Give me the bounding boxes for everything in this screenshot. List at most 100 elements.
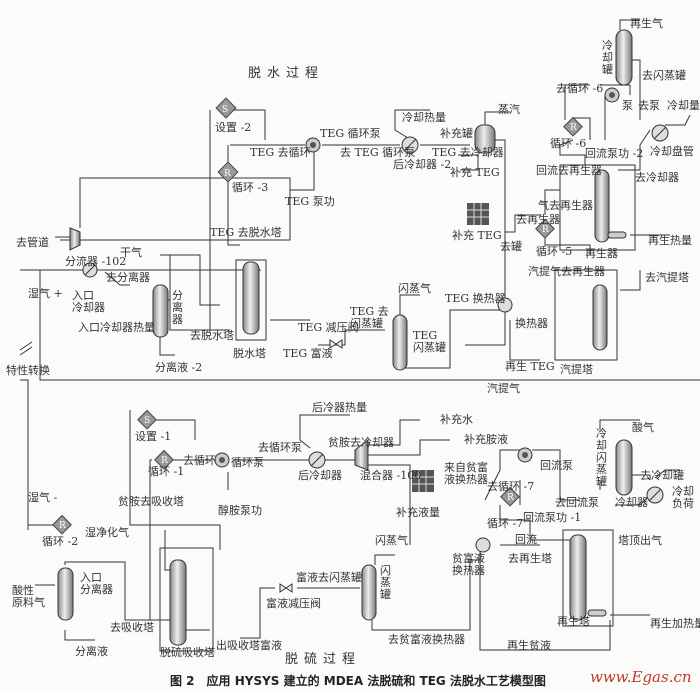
regeneration-column[interactable] — [569, 534, 607, 621]
label-to-recycle: 去循环 — [183, 454, 216, 467]
label-makeup-teg-2: 补充 TEG — [452, 229, 502, 242]
inlet-separator-vessel[interactable] — [57, 567, 74, 621]
label-regen-heating: 再生加热量 — [650, 617, 700, 630]
svg-text:R: R — [59, 521, 66, 531]
stripping-column[interactable] — [592, 284, 608, 351]
desulfurization-absorber[interactable] — [169, 559, 187, 646]
label-lean-to-cooler: 贫胺去冷却器 — [328, 436, 394, 449]
recycle-7-icon[interactable]: R — [500, 486, 520, 507]
label-regen-heat: 再生热量 — [648, 234, 692, 247]
label-top-gas: 塔顶出气 — [618, 534, 662, 547]
label-rich-valve: 富液减压阀 — [266, 597, 321, 610]
label-to-regen-col: 去再生塔 — [508, 552, 552, 565]
recycle-3-icon[interactable]: R — [217, 161, 239, 183]
label-to-recycle-6: 去循环 -6 — [556, 82, 604, 95]
recycle-set-1[interactable]: S — [137, 409, 157, 430]
label-desulf-absorber: 脱硫吸收塔 — [160, 646, 215, 659]
cooler-coil-icon[interactable] — [651, 124, 669, 142]
label-recycle-3: 循环 -3 — [232, 181, 269, 194]
svg-text:S: S — [144, 416, 150, 426]
separator-vessel[interactable] — [152, 284, 169, 338]
label-teg-to-absorber: TEG 去脱水塔 — [210, 226, 282, 239]
label-sour-feed: 酸性 原料气 — [12, 584, 45, 609]
regenerator-column[interactable] — [594, 169, 627, 243]
recycle-6-icon[interactable]: R — [563, 116, 583, 137]
label-to-flash-tank: 去闪蒸罐 — [642, 69, 686, 82]
label-reflux-pump-work-1: 回流泵功 -1 — [523, 511, 582, 524]
label-cool-tank: 冷却罐 — [602, 39, 613, 76]
rich-valve-icon[interactable] — [279, 583, 293, 593]
cool-tank-vessel[interactable] — [615, 29, 633, 86]
recycle-pump-icon[interactable] — [214, 452, 230, 468]
label-to-cooler: 去冷却器 — [635, 171, 679, 184]
label-strip-column: 汽提塔 — [560, 363, 593, 376]
label-makeup-liquid: 补充液量 — [396, 506, 440, 519]
recycle-2-icon[interactable]: R — [52, 514, 72, 535]
makeup-tank-icon[interactable] — [474, 124, 496, 154]
label-steam: 蒸汽 — [498, 103, 520, 116]
teg-flash-tank[interactable] — [392, 314, 408, 371]
label-flash-tank: 闪蒸罐 — [380, 564, 391, 601]
label-to-absorber: 去脱水塔 — [190, 329, 234, 342]
makeup-liquid-grid-icon[interactable] — [412, 470, 434, 492]
label-to-recycle-pump: 去循环泵 — [258, 441, 302, 454]
mdea-flash-tank[interactable] — [361, 564, 377, 621]
label-rich-to-flash: 富液去闪蒸罐 — [296, 571, 362, 584]
label-reflux: 回流 — [515, 533, 537, 546]
dehydration-column[interactable] — [235, 259, 267, 341]
splitter-102-icon[interactable] — [69, 227, 81, 251]
label-absorber: 脱水塔 — [233, 347, 266, 360]
label-hx: 换热器 — [515, 317, 548, 330]
label-aftercooler-heat: 后冷器热量 — [312, 401, 367, 414]
label-recycle-1: 循环 -1 — [148, 465, 185, 478]
label-regen-gas: 再生气 — [630, 17, 663, 30]
recycle-5-icon[interactable]: R — [535, 218, 555, 239]
label-to-tank: 去罐 — [500, 240, 522, 253]
recycle-set-2[interactable]: S — [215, 97, 237, 119]
label-from-lr-hx: 来自贫富 液换热器 — [444, 461, 488, 486]
aftercooler-2-icon[interactable] — [401, 136, 419, 154]
label-to-pipeline: 去管道 — [16, 236, 49, 249]
lean-rich-hx-icon[interactable] — [475, 537, 491, 553]
label-strip-to-regen: 汽提气去再生器 — [528, 265, 605, 278]
label-sep-liquid-2: 分离液 -2 — [155, 361, 203, 374]
label-regen-lean: 再生贫液 — [507, 639, 551, 652]
label-to-stripper: 去汽提塔 — [645, 271, 689, 284]
section-title-desulfurization: 脱硫过程 — [285, 652, 362, 667]
label-splitter-102: 分流器 -102 — [65, 255, 127, 268]
teg-pump-icon[interactable] — [305, 137, 321, 153]
label-cooling-heat: 冷却热量 — [402, 111, 446, 124]
label-cool-flash: 冷却闪蒸罐 — [596, 427, 607, 488]
teg-heat-exchanger-icon[interactable] — [497, 297, 513, 313]
section-title-dehydration: 脱水过程 — [248, 66, 325, 81]
teg-valve-icon[interactable] — [329, 339, 343, 349]
makeup-teg-grid-icon[interactable] — [467, 203, 489, 225]
pump-icon[interactable] — [604, 87, 620, 103]
label-acid-gas: 酸气 — [632, 421, 654, 434]
label-recycle-6: 循环 -6 — [550, 137, 587, 150]
label-regen-teg: 再生 TEG — [505, 360, 555, 373]
label-to-lr-hx: 去贫富液换热器 — [388, 633, 465, 646]
label-teg-pump: TEG 循环泵 — [320, 127, 381, 140]
cooler-icon[interactable] — [646, 486, 664, 504]
svg-text:R: R — [570, 123, 577, 133]
mixer-100-icon[interactable] — [354, 438, 369, 471]
label-inlet-cooler: 入口 冷却器 — [72, 289, 105, 314]
watermark: www.Egas.cn — [590, 668, 692, 686]
label-reflux-pump: 回流泵 — [540, 459, 573, 472]
figure-caption: 图 2 应用 HYSYS 建立的 MDEA 法脱硫和 TEG 法脱水工艺模型图 — [170, 674, 546, 688]
svg-text:R: R — [224, 169, 231, 179]
aftercooler-icon[interactable] — [308, 451, 326, 469]
label-to-cool-tank: 去冷却罐 — [640, 469, 684, 482]
cool-flash-vessel[interactable] — [615, 439, 633, 496]
label-regen-column: 再生塔 — [557, 615, 590, 628]
inlet-cooler-icon[interactable] — [82, 262, 98, 278]
label-stripping-gas: 汽提气 — [487, 382, 520, 395]
label-flash-gas: 闪蒸气 — [375, 534, 408, 547]
reflux-pump-icon[interactable] — [517, 447, 533, 463]
label-recycle-7: 循环 -7 — [487, 517, 524, 530]
recycle-1-icon[interactable]: R — [154, 449, 174, 470]
label-aftercooler-2: 后冷却器 -2 — [393, 158, 452, 171]
label-teg-rich: TEG 富液 — [283, 347, 333, 360]
